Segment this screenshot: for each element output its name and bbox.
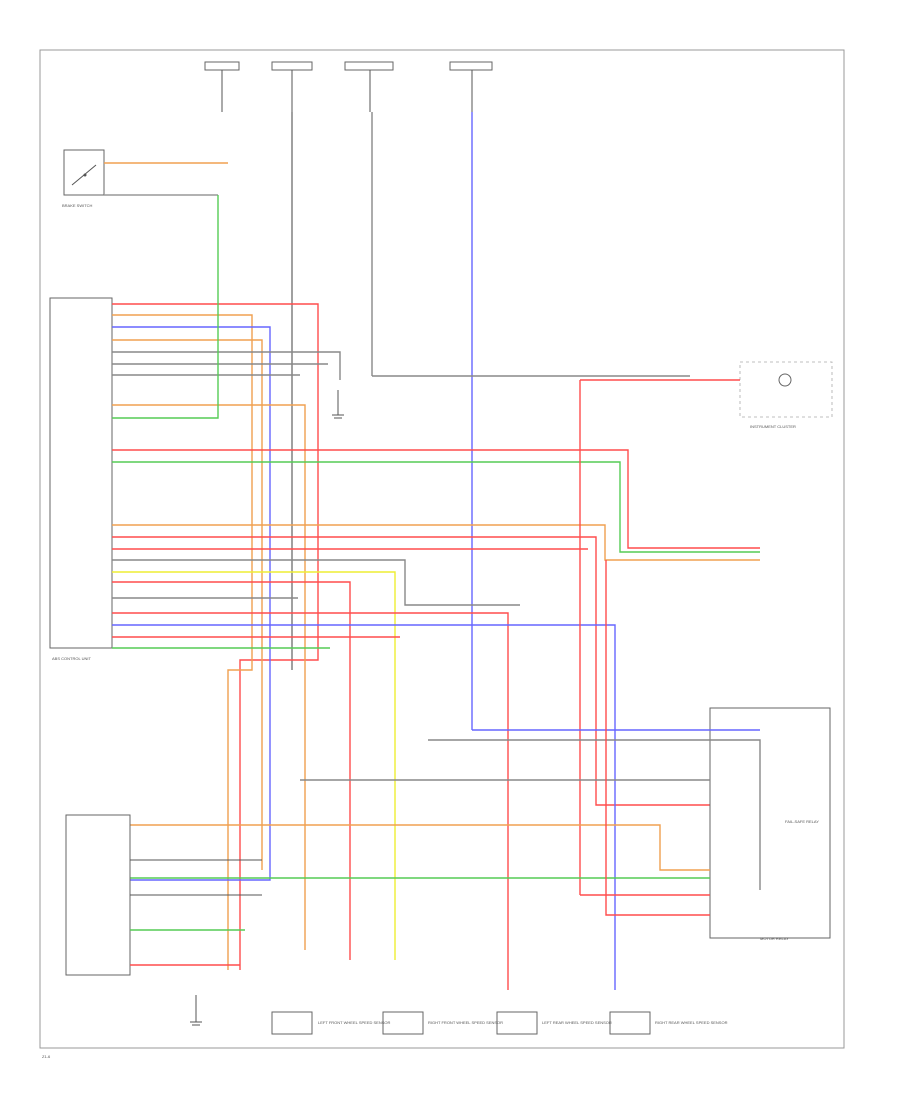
right-front-sensor-label: RIGHT FRONT WHEEL SPEED SENSOR (428, 1020, 503, 1025)
wire-relay-orange (130, 824, 710, 871)
left-front-sensor: LEFT FRONT WHEEL SPEED SENSOR (271, 1011, 390, 1035)
fail-safe-relay-label: FAIL-SAFE RELAY (785, 819, 819, 824)
brake-switch: BRAKE SWITCH (62, 149, 105, 208)
ground-symbol-bottom (190, 995, 202, 1026)
fuse-group (204, 61, 493, 112)
right-front-sensor: RIGHT FRONT WHEEL SPEED SENSOR (382, 1011, 503, 1035)
left-rear-sensor-label: LEFT REAR WHEEL SPEED SENSOR (542, 1020, 612, 1025)
abs-harness (112, 195, 760, 990)
left-rear-sensor: LEFT REAR WHEEL SPEED SENSOR (496, 1011, 612, 1035)
diagram-frame (39, 49, 845, 1049)
footer-code: Z1-6 (42, 1054, 51, 1059)
ground-symbol-top (332, 390, 344, 419)
wire-relay-red-2 (605, 560, 710, 916)
abs-control-unit: ABS CONTROL UNIT (49, 297, 113, 661)
instrument-cluster-label: INSTRUMENT CLUSTER (750, 424, 796, 429)
instrument-cluster: INSTRUMENT CLUSTER (739, 361, 833, 429)
wire-relay-black (428, 739, 761, 890)
brake-switch-label: BRAKE SWITCH (62, 203, 93, 208)
relay-block: FAIL-SAFE RELAY MOTOR RELAY (709, 707, 831, 941)
motor-relay-label: MOTOR RELAY (760, 936, 789, 941)
left-front-sensor-label: LEFT FRONT WHEEL SPEED SENSOR (318, 1020, 390, 1025)
right-rear-sensor-label: RIGHT REAR WHEEL SPEED SENSOR (655, 1020, 728, 1025)
left-switch-group (65, 814, 262, 976)
abs-control-unit-label: ABS CONTROL UNIT (52, 656, 92, 661)
right-rear-sensor: RIGHT REAR WHEEL SPEED SENSOR (609, 1011, 728, 1035)
